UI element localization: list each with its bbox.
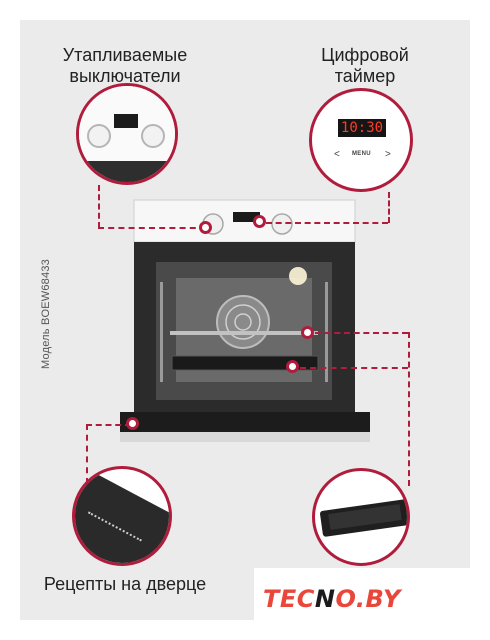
zoom-panel-shadow	[79, 160, 175, 182]
door-handle-strip	[120, 432, 370, 442]
timer-label: Цифровой таймер	[290, 45, 440, 87]
brand-logo: TECNO.BY	[263, 585, 401, 613]
switches-zoom-bubble	[76, 83, 178, 185]
marker-door	[126, 417, 139, 430]
timer-zoom-bubble: 10:30 < MENU >	[309, 88, 413, 192]
connector-rack-horizontal	[315, 332, 408, 334]
marker-switches	[199, 221, 212, 234]
zoom-knob-left	[87, 124, 111, 148]
timer-time: 10:30	[340, 120, 384, 136]
door-zoom-bubble	[72, 466, 172, 566]
timer-left-arrow[interactable]: <	[334, 149, 340, 160]
oven-door	[120, 412, 370, 432]
right-knob	[271, 213, 293, 235]
timer-label-line1: Цифровой	[321, 45, 409, 65]
connector-switches-vertical	[98, 185, 100, 228]
connector-door-vertical	[86, 424, 88, 484]
timer-right-arrow[interactable]: >	[385, 149, 391, 160]
switches-label: Утапливаемые выключатели	[40, 45, 210, 87]
connector-timer-horizontal	[266, 222, 388, 224]
zoom-display	[114, 114, 138, 128]
switches-label-line2: выключатели	[69, 66, 181, 86]
connector-tray-horizontal	[300, 367, 408, 369]
connector-timer-vertical	[388, 192, 390, 223]
brand-logo-part1: TEC	[263, 585, 315, 613]
oven-lamp	[289, 267, 307, 285]
logo-band	[254, 568, 470, 632]
connector-rack-vertical	[408, 332, 410, 486]
convection-fan	[216, 295, 270, 349]
marker-tray	[286, 360, 299, 373]
timer-menu-button[interactable]: MENU	[352, 151, 371, 157]
baking-tray	[171, 355, 319, 371]
connector-switches-horizontal	[98, 227, 206, 229]
brand-logo-part3: O.BY	[335, 585, 401, 613]
wire-rack	[170, 331, 318, 335]
timer-display	[338, 119, 386, 137]
zoom-knob-right	[141, 124, 165, 148]
switches-label-line1: Утапливаемые	[62, 45, 188, 65]
brand-logo-part2: N	[314, 585, 336, 613]
marker-rack	[301, 326, 314, 339]
panel-display	[233, 212, 260, 222]
timer-label-line2: таймер	[334, 66, 396, 86]
tray-zoom-bubble	[312, 468, 410, 566]
door-recipes-label: Рецепты на дверце	[43, 574, 207, 594]
connector-door-horizontal	[86, 424, 131, 426]
marker-timer	[253, 215, 266, 228]
